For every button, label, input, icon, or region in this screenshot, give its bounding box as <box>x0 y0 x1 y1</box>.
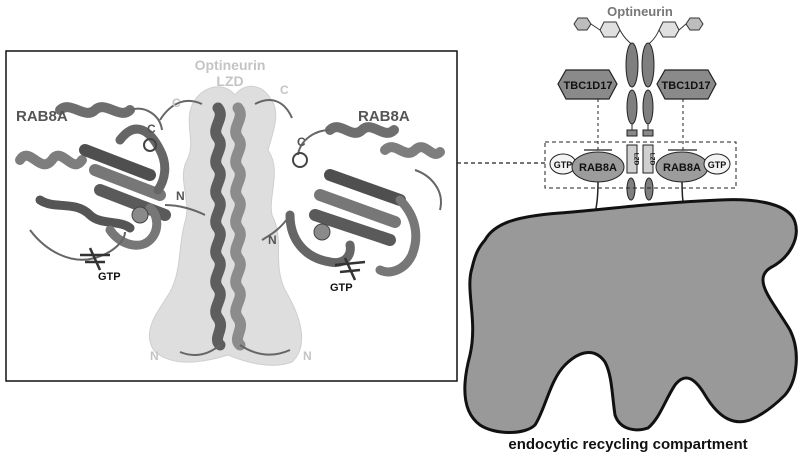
rab8a-left-c-terminus: C <box>147 122 156 136</box>
ubiquitin-left-icon <box>599 21 621 38</box>
structure-panel: RAB8A RAB8A Optineurin LZD C N C N C C N… <box>5 50 458 382</box>
lzd-left-domain <box>626 144 638 174</box>
lzd-right-domain <box>642 144 654 174</box>
rab8a-right-structure <box>261 122 445 281</box>
rab8a-right-schematic-label: RAB8A <box>663 162 701 174</box>
rab8a-left-n-terminus: N <box>176 189 185 203</box>
optineurin-coil-left-2 <box>626 89 638 125</box>
rab8a-left-schematic-label: RAB8A <box>579 162 617 174</box>
tbc1d17-left-shape <box>557 69 618 100</box>
gtp-left-label: GTP <box>98 271 121 283</box>
optineurin-coiled-coil <box>159 99 293 357</box>
optineurin-end-right-icon <box>685 17 704 31</box>
tbc1d17-left-label: TBC1D17 <box>564 80 613 92</box>
optineurin-lzd-surface <box>148 85 303 366</box>
gtp-right-label: GTP <box>330 282 353 294</box>
ubiquitin-right-icon <box>658 21 680 38</box>
optineurin-lzd-subtitle: LZD <box>216 73 243 89</box>
optineurin-schematic: Optineurin LZD LZD TBC1D17 TBC1D17 <box>544 4 737 214</box>
optineurin-linker-right <box>642 129 654 137</box>
endocytic-recycling-compartment-shape <box>463 198 798 434</box>
lzd-c-terminus-left: C <box>172 96 181 110</box>
optineurin-coil-right-2 <box>642 89 654 125</box>
tbc1d17-right-shape <box>656 69 717 100</box>
rab8a-right-c-terminus: C <box>297 135 306 149</box>
lzd-c-terminus-right: C <box>280 83 289 97</box>
rab8a-right-label: RAB8A <box>358 108 410 125</box>
rab8a-left-structure <box>15 102 206 271</box>
optineurin-tail-left <box>626 177 636 201</box>
rab8a-right-n-terminus: N <box>268 233 277 247</box>
lzd-n-terminus-left: N <box>150 349 159 363</box>
compartment-label: endocytic recycling compartment <box>508 436 747 453</box>
schematic-title: Optineurin <box>607 4 673 19</box>
tbc1d17-right-label: TBC1D17 <box>662 80 711 92</box>
rab8a-left-label: RAB8A <box>16 108 68 125</box>
optineurin-lzd-title: Optineurin <box>195 57 266 73</box>
optineurin-tail-right <box>644 177 654 201</box>
lzd-left-label: LZD <box>633 153 640 166</box>
optineurin-end-left-icon <box>573 17 592 31</box>
optineurin-linker-left <box>626 129 638 137</box>
optineurin-coil-left-1 <box>625 42 639 88</box>
gtp-right-oval <box>703 153 731 175</box>
lzd-right-label: LZD <box>649 153 656 166</box>
lzd-n-terminus-right: N <box>303 349 312 363</box>
rab8a-complex-box <box>544 141 737 189</box>
gtp-left-schematic-label: GTP <box>554 160 573 170</box>
optineurin-coil-right-1 <box>641 42 655 88</box>
gtp-right-schematic-label: GTP <box>708 160 727 170</box>
